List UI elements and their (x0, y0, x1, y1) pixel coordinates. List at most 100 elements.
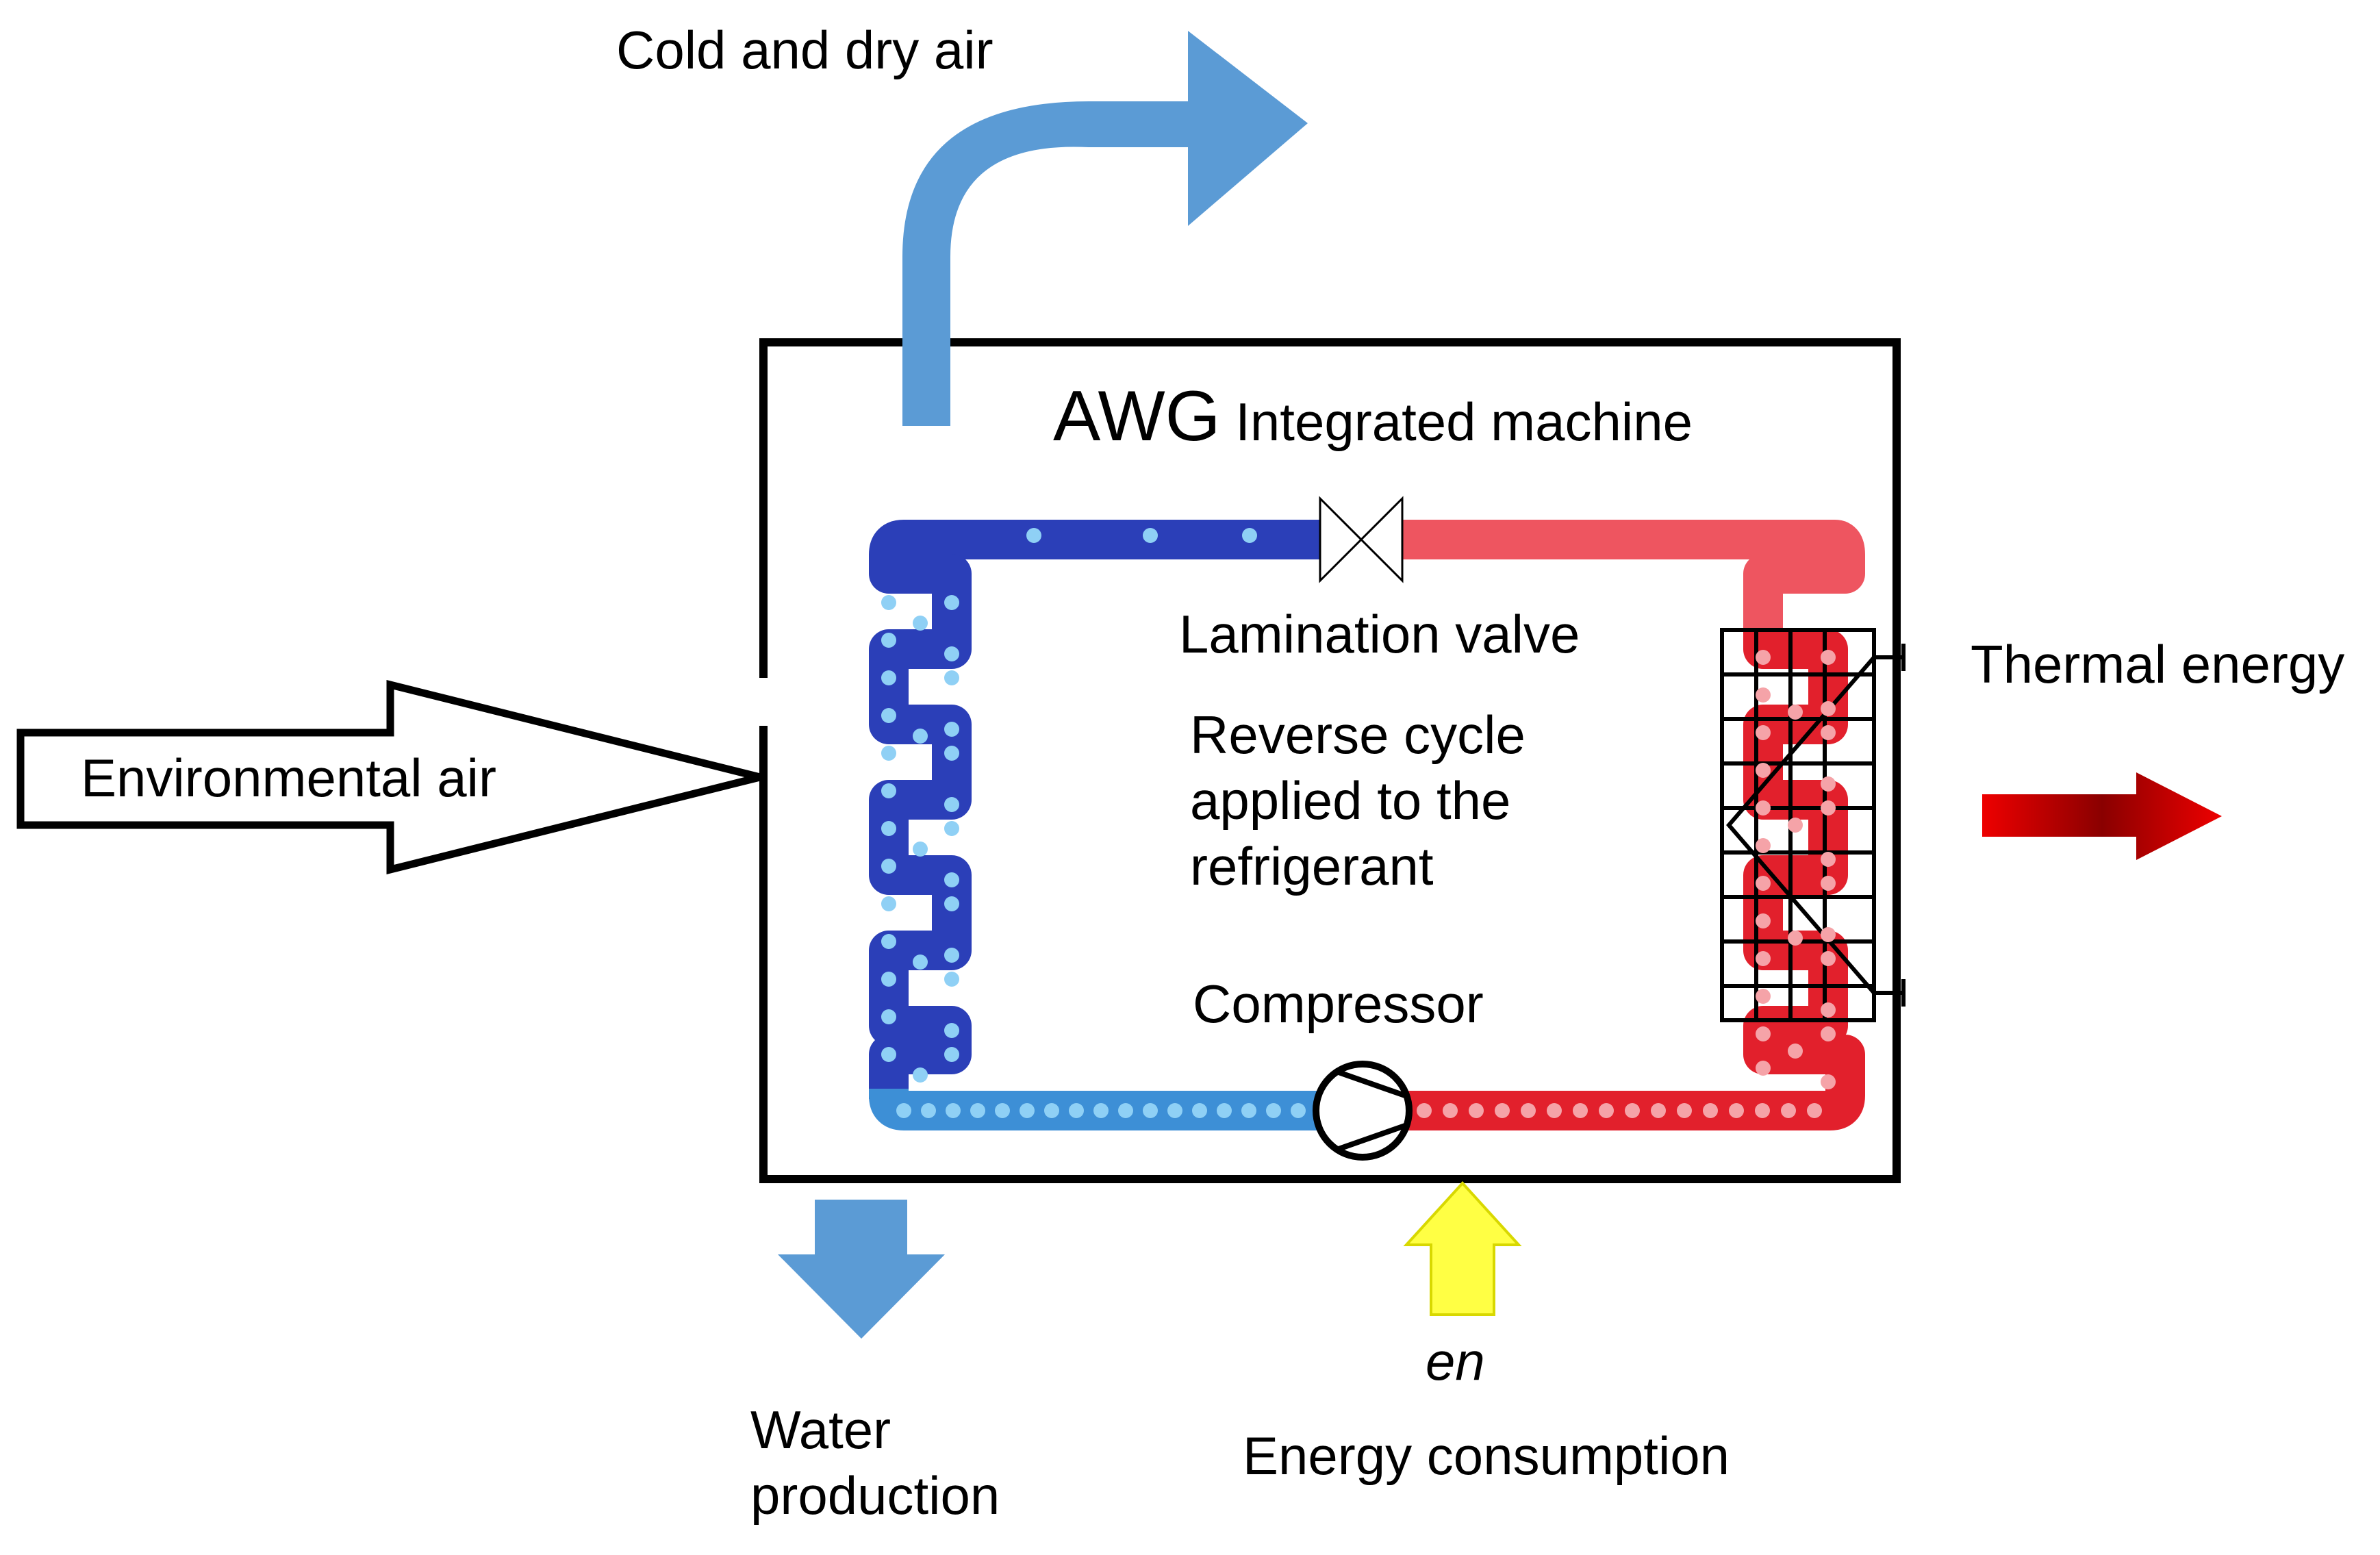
refrigerant-bubble (1469, 1103, 1484, 1118)
cold-dry-air-arrow (902, 31, 1308, 426)
refrigerant-bubble (1821, 1074, 1836, 1089)
refrigerant-bubble (1192, 1103, 1207, 1118)
refrigerant-bubble (913, 955, 928, 970)
refrigerant-bubble (1821, 800, 1836, 816)
refrigerant-bubble (970, 1103, 985, 1118)
refrigerant-bubble (1143, 1103, 1158, 1118)
awg-title-abbrev: AWG (1053, 377, 1221, 456)
refrigerant-bubble (921, 1103, 936, 1118)
refrigerant-bubble (1217, 1103, 1232, 1118)
water-production-arrow (778, 1200, 945, 1339)
refrigerant-bubble (1241, 1103, 1256, 1118)
refrigerant-bubble (1788, 705, 1803, 720)
refrigerant-bubble (944, 797, 959, 812)
refrigerant-bubble (1020, 1103, 1035, 1118)
refrigerant-bubble (1756, 800, 1771, 816)
refrigerant-bubble (881, 859, 896, 874)
refrigerant-bubble (913, 842, 928, 857)
refrigerant-bubble (1788, 818, 1803, 833)
refrigerant-bubble (1573, 1103, 1588, 1118)
energy-consumption-arrow (1403, 1181, 1522, 1316)
refrigerant-bubbles (881, 528, 1836, 1118)
refrigerant-bubble (1291, 1103, 1306, 1118)
condenser-coil (1404, 629, 1865, 1130)
refrigerant-bubble (944, 972, 959, 987)
refrigerant-bubble (944, 595, 959, 610)
refrigerant-bubble (1756, 913, 1771, 928)
refrigerant-bubble (946, 1103, 961, 1118)
refrigerant-bubble (1495, 1103, 1510, 1118)
environmental-air-label: Environmental air (81, 748, 496, 808)
reverse-cycle-label-line1: Reverse cycle (1190, 705, 1526, 765)
refrigerant-bubble (944, 896, 959, 911)
environmental-air-arrow (16, 679, 761, 875)
refrigerant-bubble (913, 1067, 928, 1083)
thermal-energy-arrow (1982, 772, 2222, 860)
refrigerant-bubble (1821, 927, 1836, 942)
refrigerant-bubble (1026, 528, 1041, 543)
refrigerant-bubble (881, 633, 896, 648)
awg-title-rest: Integrated machine (1235, 392, 1693, 452)
refrigerant-bubble (1821, 852, 1836, 867)
refrigerant-bubble (1821, 725, 1836, 740)
refrigerant-bubble (1821, 776, 1836, 792)
refrigerant-bubble (1756, 763, 1771, 778)
refrigerant-bubble (881, 746, 896, 761)
refrigerant-bubble (1755, 1103, 1770, 1118)
refrigerant-bubble (944, 746, 959, 761)
refrigerant-bubble (1443, 1103, 1458, 1118)
refrigerant-bubble (944, 948, 959, 963)
refrigerant-bubble (1167, 1103, 1182, 1118)
refrigerant-bubble (944, 670, 959, 685)
refrigerant-bubble (881, 821, 896, 836)
refrigerant-bubble (1807, 1103, 1822, 1118)
refrigerant-bubble (1417, 1103, 1432, 1118)
lamination-valve (1319, 496, 1404, 583)
awg-title: AWG Integrated machine (1053, 381, 1693, 455)
refrigerant-bubble (944, 1023, 959, 1038)
refrigerant-bubble (1069, 1103, 1084, 1118)
refrigerant-bubble (1821, 1002, 1836, 1017)
water-production-label-line2: production (750, 1465, 1000, 1526)
refrigerant-bubble (1242, 528, 1257, 543)
refrigerant-bubble (1521, 1103, 1536, 1118)
refrigerant-bubble (1781, 1103, 1796, 1118)
refrigerant-bubble (1756, 650, 1771, 665)
machine-enclosure (759, 338, 1901, 1183)
refrigerant-bubble (944, 872, 959, 887)
refrigerant-bubble (1677, 1103, 1692, 1118)
refrigerant-bubble (944, 646, 959, 661)
refrigerant-bubble (1599, 1103, 1614, 1118)
refrigerant-bubble (881, 972, 896, 987)
refrigerant-bubble (1625, 1103, 1640, 1118)
refrigerant-bubble (881, 1047, 896, 1062)
refrigerant-bubble (896, 1103, 911, 1118)
compressor-symbol (1313, 1061, 1413, 1161)
refrigerant-bubble (944, 1047, 959, 1062)
refrigerant-bubble (995, 1103, 1010, 1118)
refrigerant-bubble (1093, 1103, 1109, 1118)
reverse-cycle-label-line2: applied to the (1190, 770, 1511, 831)
refrigerant-bubble (1729, 1103, 1744, 1118)
refrigerant-bubble (1788, 931, 1803, 946)
refrigerant-bubble (1756, 1061, 1771, 1076)
refrigerant-bubble (1118, 1103, 1133, 1118)
refrigerant-bubble (913, 729, 928, 744)
refrigerant-bubble (944, 722, 959, 737)
refrigerant-bubble (881, 934, 896, 949)
refrigerant-bubble (1703, 1103, 1718, 1118)
refrigerant-bubble (1756, 725, 1771, 740)
refrigerant-bubble (1788, 1044, 1803, 1059)
reverse-cycle-label-line3: refrigerant (1190, 836, 1434, 896)
refrigerant-bubble (881, 595, 896, 610)
refrigerant-bubble (1821, 876, 1836, 891)
compressor-label: Compressor (1193, 974, 1484, 1034)
evaporator-top-pipe (869, 520, 1340, 574)
thermal-energy-label: Thermal energy (1971, 634, 2345, 694)
refrigerant-bubble (1756, 838, 1771, 853)
refrigerant-bubble (944, 821, 959, 836)
energy-consumption-label: Energy consumption (1243, 1426, 1730, 1486)
refrigerant-bubble (1547, 1103, 1562, 1118)
refrigerant-bubble (881, 1009, 896, 1024)
